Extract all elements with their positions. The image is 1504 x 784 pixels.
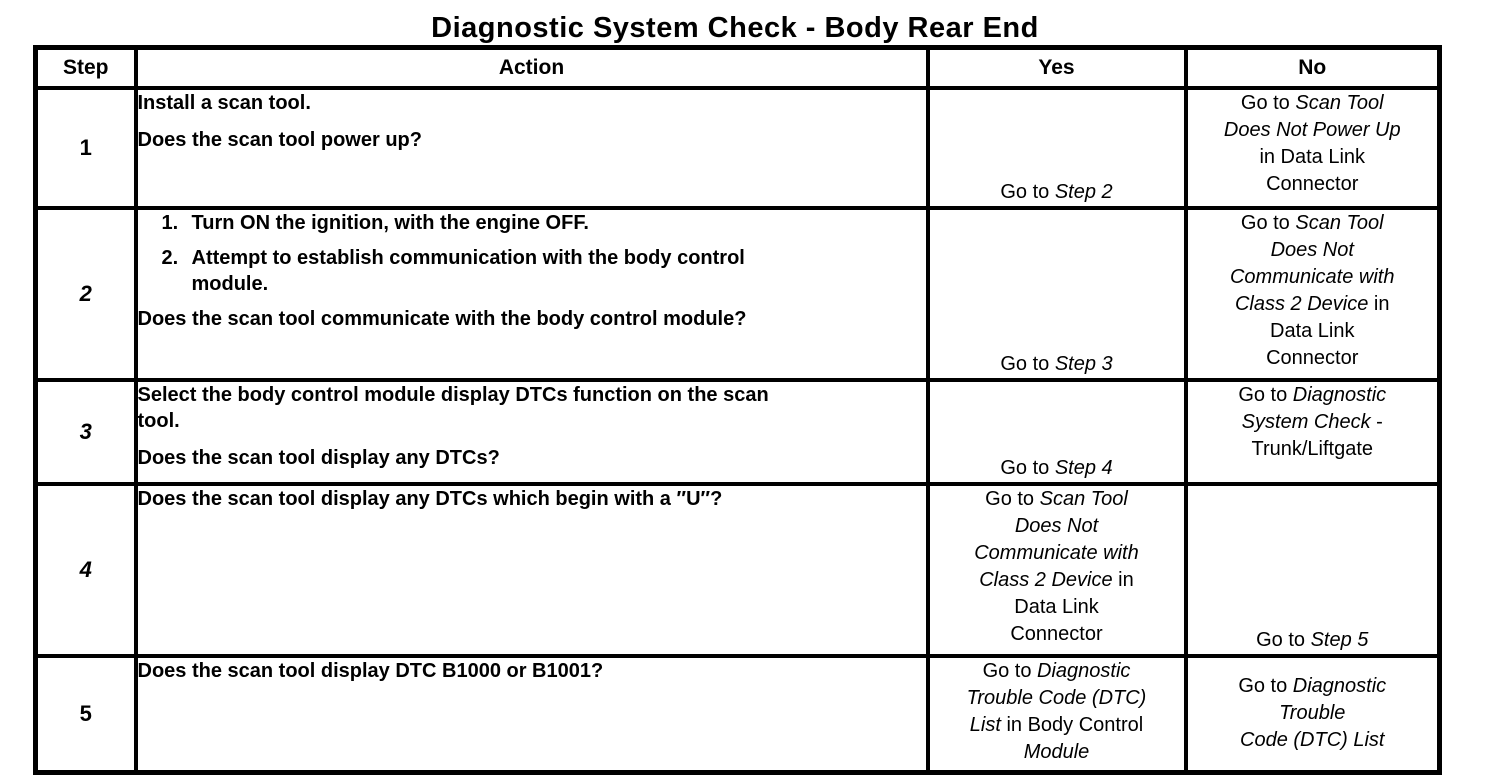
- table-header-row: Step Action Yes No: [33, 45, 1442, 90]
- action-cell: 1.Turn ON the ignition, with the engine …: [133, 205, 930, 382]
- column-header-action: Action: [133, 45, 930, 90]
- table-row: 2 1.Turn ON the ignition, with the engin…: [33, 205, 1442, 382]
- table-row: 4 Does the scan tool display any DTCs wh…: [33, 481, 1442, 658]
- step-number: 1: [33, 85, 138, 210]
- action-cell: Select the body control module display D…: [133, 377, 930, 486]
- step-number: 2: [33, 205, 138, 382]
- yes-cell: Go to Step 3: [925, 205, 1188, 382]
- column-header-step: Step: [33, 45, 138, 90]
- action-cell: Does the scan tool display any DTCs whic…: [133, 481, 930, 658]
- table-row: 3 Select the body control module display…: [33, 377, 1442, 486]
- step-number: 4: [33, 481, 138, 658]
- table-row: 5 Does the scan tool display DTC B1000 o…: [33, 653, 1442, 775]
- column-header-yes: Yes: [925, 45, 1188, 90]
- no-cell: Go to Step 5: [1183, 481, 1442, 658]
- diagnostic-table: Step Action Yes No 1 Install a scan tool…: [33, 45, 1442, 775]
- table-row: 1 Install a scan tool.Does the scan tool…: [33, 85, 1442, 210]
- step-number: 5: [33, 653, 138, 775]
- action-cell: Install a scan tool.Does the scan tool p…: [133, 85, 930, 210]
- page-title: Diagnostic System Check - Body Rear End: [431, 12, 1039, 44]
- yes-cell: Go to Step 4: [925, 377, 1188, 486]
- step-number: 3: [33, 377, 138, 486]
- yes-cell: Go to Step 2: [925, 85, 1188, 210]
- action-cell: Does the scan tool display DTC B1000 or …: [133, 653, 930, 775]
- column-header-no: No: [1183, 45, 1442, 90]
